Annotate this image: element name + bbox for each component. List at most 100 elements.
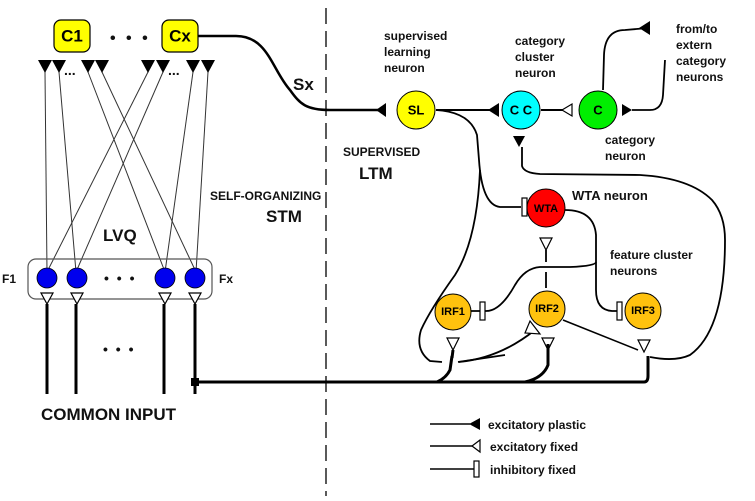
category-node-cx-label: Cx [169, 27, 191, 46]
common-input-label: COMMON INPUT [41, 405, 177, 424]
excitatory-plastic-icon [469, 418, 480, 430]
neuron-cc: C C [501, 90, 541, 130]
common-input-bus [195, 342, 650, 384]
cc-caption-line: category [515, 34, 565, 48]
extern-caption-line: extern [676, 38, 712, 52]
excitatory-plastic-icon [186, 60, 200, 73]
excitatory-plastic-icon [639, 21, 650, 35]
c-caption-line: neuron [605, 149, 646, 163]
wta-irf1-connection [469, 261, 597, 312]
feature-nodes [36, 267, 206, 289]
inhibitory-fixed-icon [521, 197, 528, 217]
excitatory-plastic-icon [513, 136, 525, 147]
legend-label: inhibitory fixed [490, 463, 576, 477]
excitatory-plastic-icon [95, 60, 109, 73]
feature-cluster-caption-line: neurons [610, 264, 658, 278]
feature-left-label: F1 [2, 272, 16, 286]
sl-wta-connection [435, 109, 521, 208]
sx-connection [198, 34, 385, 112]
cc-loop [521, 147, 726, 360]
excitatory-plastic-icon [622, 104, 632, 116]
ltm-label: LTM [359, 164, 393, 183]
feature-node-2 [66, 267, 88, 289]
sl-caption-line: learning [384, 45, 431, 59]
neuron-sl: SL [396, 90, 436, 130]
legend: excitatory plastic excitatory fixed inhi… [430, 418, 586, 478]
c-caption-line: category [605, 133, 655, 147]
neuron-wta-label: WTA [534, 203, 558, 215]
excitatory-fixed-icon [560, 102, 573, 118]
sl-caption-line: supervised [384, 29, 447, 43]
excitatory-fixed-icon [637, 339, 651, 354]
neuron-irf2-label: IRF2 [535, 303, 559, 315]
c-caption: category neuron [605, 133, 655, 163]
extern-caption-line: from/to [676, 22, 717, 36]
c-extern-out [632, 59, 666, 111]
feature-layer-box [27, 258, 213, 300]
inhibitory-fixed-icon [616, 301, 623, 321]
self-organizing-label: SELF-ORGANIZING [210, 189, 321, 203]
sl-caption: supervised learning neuron [384, 29, 447, 75]
excitatory-plastic-icon [156, 60, 170, 73]
neuron-sl-label: SL [408, 103, 425, 118]
irf1-input-stem [450, 349, 455, 359]
feature-node-4 [184, 267, 206, 289]
extern-caption-line: neurons [676, 70, 724, 84]
feature-ellipsis: • • • [104, 270, 136, 286]
sx-label: Sx [293, 75, 314, 94]
legend-item-excitatory-fixed: excitatory fixed [430, 438, 578, 454]
neuron-irf3-label: IRF3 [631, 305, 655, 317]
legend-item-excitatory-plastic: excitatory plastic [430, 418, 586, 432]
legend-label: excitatory fixed [490, 440, 578, 454]
sl-caption-line: neuron [384, 61, 425, 75]
category-node-c1: C1 [53, 19, 91, 53]
neuron-irf1-label: IRF1 [441, 306, 465, 318]
irf2-irf3-connection [562, 319, 639, 351]
excitatory-fixed-icon [187, 292, 203, 306]
excitatory-plastic-icon [141, 60, 155, 73]
feature-cluster-caption-line: feature cluster [610, 248, 693, 262]
wta-irf3-connection [564, 209, 618, 312]
bus-junction [191, 378, 199, 386]
excitatory-fixed-icon [69, 292, 85, 306]
excitatory-fixed-icon [39, 292, 55, 306]
excitatory-fixed-icon [446, 337, 460, 352]
neuron-cc-label: C C [510, 103, 533, 118]
cc-caption: category cluster neuron [515, 34, 565, 80]
category-synapses [38, 60, 215, 73]
neuron-irf1: IRF1 [434, 293, 472, 331]
excitatory-plastic-icon [52, 60, 66, 73]
inhibitory-fixed-icon [479, 301, 486, 321]
legend-item-inhibitory-fixed: inhibitory fixed [430, 460, 576, 478]
lvq-label: LVQ [103, 226, 137, 245]
excitatory-plastic-icon [376, 103, 386, 117]
irf1-irf2-connection [458, 329, 536, 363]
neuron-c: C [578, 90, 618, 130]
feature-node-3 [154, 267, 176, 289]
stm-label: STM [266, 207, 302, 226]
excitatory-fixed-icon [524, 319, 542, 335]
category-ellipsis: • • • [110, 30, 151, 47]
neuron-irf3: IRF3 [624, 292, 662, 330]
extern-caption: from/to extern category neurons [676, 22, 726, 84]
category-node-cx: Cx [161, 19, 199, 53]
feature-node-1 [36, 267, 58, 289]
feature-cluster-caption: feature cluster neurons [610, 248, 693, 278]
excitatory-plastic-icon [38, 60, 52, 73]
legend-label: excitatory plastic [488, 418, 586, 432]
feature-right-label: Fx [219, 272, 233, 286]
excitatory-plastic-icon [488, 103, 499, 117]
c-extern-in [602, 27, 649, 91]
lvq-connections [44, 71, 209, 273]
synapse-ellipsis-1: ... [64, 62, 76, 78]
supervised-label: SUPERVISED [343, 145, 420, 159]
excitatory-fixed-icon [539, 237, 553, 252]
input-synapses [39, 292, 203, 306]
synapse-ellipsis-2: ... [168, 62, 180, 78]
excitatory-plastic-icon [201, 60, 215, 73]
neuron-wta: WTA [526, 188, 566, 228]
excitatory-fixed-icon [471, 438, 481, 454]
cc-caption-line: cluster [515, 50, 555, 64]
